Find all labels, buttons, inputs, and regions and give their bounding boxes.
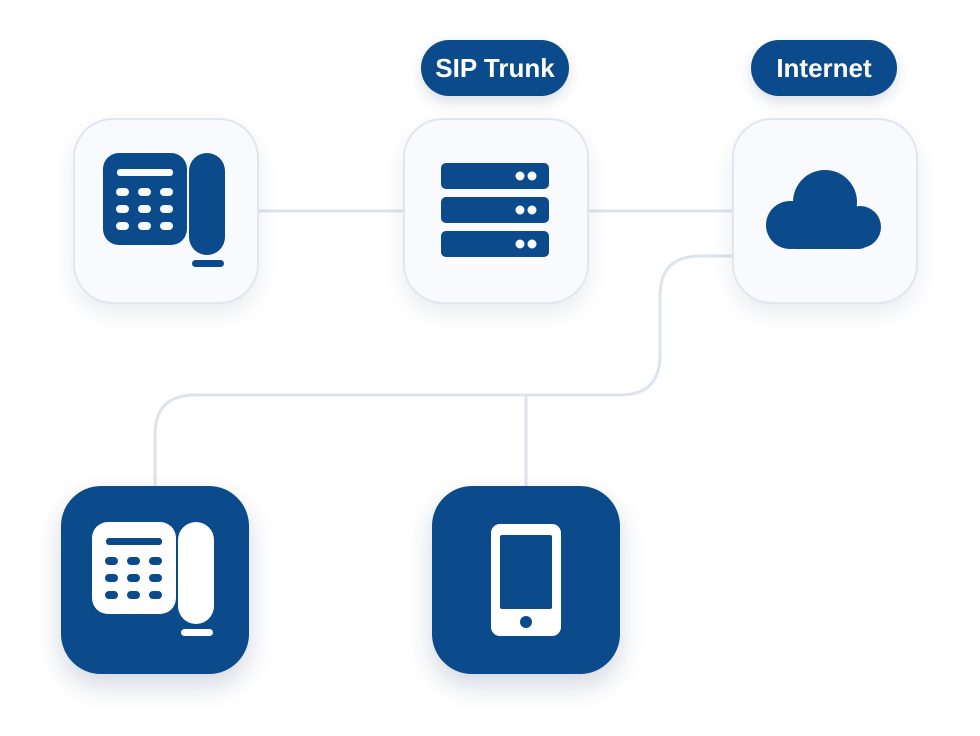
connector-internet-to-devices: [153, 254, 734, 488]
sip-server-node: [403, 118, 589, 304]
server-icon: [441, 163, 551, 259]
desk-phone-node: [73, 118, 259, 304]
mobile-device: [432, 486, 620, 674]
desk-phone-icon: [103, 151, 229, 271]
internet-text: Internet: [776, 52, 872, 83]
cloud-icon: [765, 166, 885, 256]
sip-trunk-label: SIP Trunk: [421, 40, 569, 96]
sip-trunk-text: SIP Trunk: [435, 52, 555, 83]
mobile-phone-icon: [491, 524, 561, 636]
desk-phone-icon: [92, 520, 218, 640]
desk-phone-device: [61, 486, 249, 674]
internet-label: Internet: [751, 40, 897, 96]
internet-node: [732, 118, 918, 304]
